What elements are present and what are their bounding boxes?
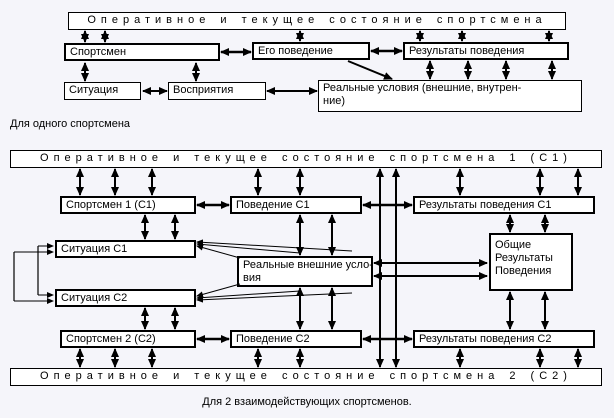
pair-diagram-caption: Для 2 взаимодействующих спортсменов. <box>202 396 412 408</box>
common-results-line2: Результаты <box>495 252 553 264</box>
pair-situation2-box: Ситуация С2 <box>55 289 196 307</box>
single-diagram-caption: Для одного спортсмена <box>10 118 131 130</box>
pair-common-results-box: Общие Результаты Поведения <box>489 233 573 291</box>
single-athlete-box: Спортсмен <box>64 43 220 61</box>
common-results-line3: Поведения <box>495 265 552 277</box>
single-perceptions-box: Восприятия <box>168 82 266 100</box>
pair-athlete2-box: Спортсмен 2 (С2) <box>60 330 196 348</box>
pair-state-title-bar-athlete1: Оперативное и текущее состояние спортсме… <box>10 150 602 168</box>
single-state-title-bar: Оперативное и текущее состояние спортсме… <box>68 12 566 30</box>
real-external-line2: вия <box>243 272 261 284</box>
common-results-line1: Общие <box>495 239 532 251</box>
pair-real-external-conditions-box: Реальные внешние усло- вия <box>237 256 373 287</box>
pair-situation1-box: Ситуация С1 <box>55 240 196 258</box>
single-behavior-box: Его поведение <box>252 42 370 60</box>
pair-state-title-bar-athlete2: Оперативное и текущее состояние спортсме… <box>10 368 602 386</box>
real-external-line1: Реальные внешние усло- <box>243 259 373 271</box>
single-situation-box: Ситуация <box>64 82 141 100</box>
real-conditions-line1: Реальные условия (внешние, внутрен- <box>323 82 522 94</box>
pair-behavior2-box: Поведение С2 <box>230 330 362 348</box>
single-real-conditions-box: Реальные условия (внешние, внутрен- ние) <box>318 80 582 112</box>
pair-behavior1-box: Поведение С1 <box>230 196 362 214</box>
single-behavior-results-box: Результаты поведения <box>403 42 569 60</box>
real-conditions-line2: ние) <box>323 95 345 107</box>
pair-athlete1-box: Спортсмен 1 (С1) <box>60 196 196 214</box>
pair-results1-box: Результаты поведения С1 <box>413 196 595 214</box>
pair-results2-box: Результаты поведения С2 <box>413 330 595 348</box>
